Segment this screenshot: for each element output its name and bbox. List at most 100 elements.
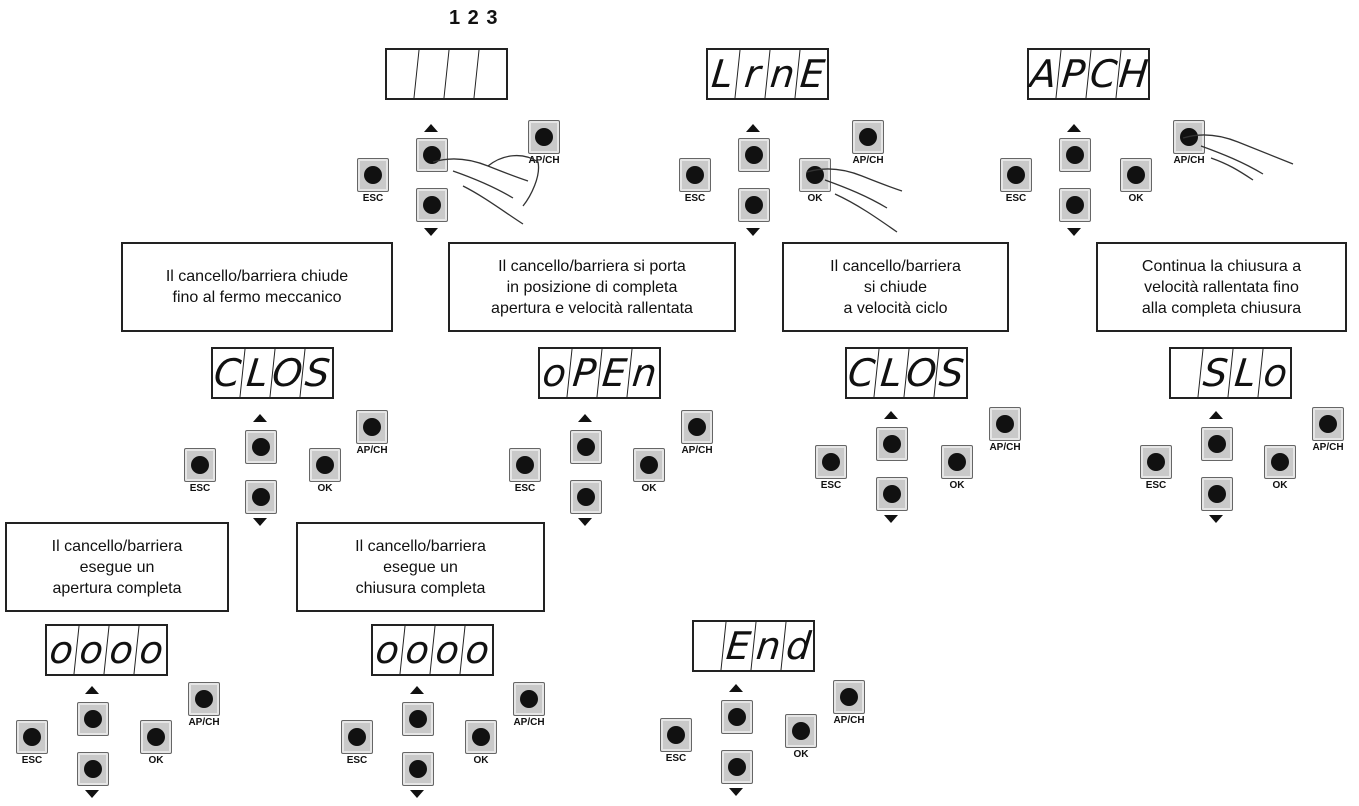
esc-button[interactable]: ESC: [509, 448, 541, 494]
up-button[interactable]: [570, 430, 602, 464]
ok-label: OK: [793, 749, 809, 760]
up-arrow-icon: [1209, 411, 1223, 419]
down-button[interactable]: [402, 752, 434, 786]
apch-button[interactable]: AP/CH: [188, 682, 220, 728]
up-button[interactable]: [738, 138, 770, 172]
apch-label: AP/CH: [513, 717, 545, 728]
up-button[interactable]: [245, 430, 277, 464]
display-digit: [474, 50, 508, 98]
apch-button[interactable]: AP/CH: [356, 410, 388, 456]
display-oooo-1: o o o o: [44, 624, 168, 676]
ok-label: OK: [641, 483, 657, 494]
esc-button[interactable]: ESC: [679, 158, 711, 204]
esc-label: ESC: [684, 193, 706, 204]
display-digit: o: [137, 628, 166, 672]
up-button[interactable]: [1059, 138, 1091, 172]
down-button[interactable]: [1201, 477, 1233, 511]
esc-label: ESC: [362, 193, 384, 204]
esc-button[interactable]: ESC: [341, 720, 373, 766]
down-arrow-icon: [410, 790, 424, 798]
display-end: E n d: [691, 620, 815, 672]
display-digit: E: [798, 52, 827, 96]
esc-label: ESC: [1005, 193, 1027, 204]
ok-button[interactable]: OK: [633, 448, 665, 494]
esc-label: ESC: [665, 753, 687, 764]
ok-button[interactable]: OK: [309, 448, 341, 494]
digit-index-label: 1 2 3: [449, 7, 499, 29]
apch-label: AP/CH: [1312, 442, 1344, 453]
esc-button[interactable]: ESC: [660, 718, 692, 764]
down-button[interactable]: [738, 188, 770, 222]
apch-button[interactable]: AP/CH: [989, 407, 1021, 453]
down-arrow-icon: [253, 518, 267, 526]
down-button[interactable]: [416, 188, 448, 222]
esc-label: ESC: [820, 480, 842, 491]
display-apch: A P C H: [1026, 48, 1151, 100]
up-arrow-icon: [729, 684, 743, 692]
up-button[interactable]: [1201, 427, 1233, 461]
display-digit: o: [463, 628, 492, 672]
down-arrow-icon: [729, 788, 743, 796]
ok-button[interactable]: OK: [785, 714, 817, 760]
down-button[interactable]: [1059, 188, 1091, 222]
display-open: o P E n: [537, 347, 661, 399]
display-digit: S: [303, 351, 332, 395]
down-button[interactable]: [77, 752, 109, 786]
apch-button[interactable]: AP/CH: [528, 120, 560, 166]
up-button[interactable]: [416, 138, 448, 172]
apch-label: AP/CH: [852, 155, 884, 166]
esc-button[interactable]: ESC: [16, 720, 48, 766]
esc-button[interactable]: ESC: [184, 448, 216, 494]
down-arrow-icon: [884, 515, 898, 523]
down-arrow-icon: [746, 228, 760, 236]
esc-button[interactable]: ESC: [357, 158, 389, 204]
down-button[interactable]: [570, 480, 602, 514]
apch-button[interactable]: AP/CH: [852, 120, 884, 166]
esc-button[interactable]: ESC: [1000, 158, 1032, 204]
ok-button[interactable]: OK: [140, 720, 172, 766]
ok-label: OK: [148, 755, 164, 766]
apch-button[interactable]: AP/CH: [513, 682, 545, 728]
display-clos-1: C L O S: [210, 347, 334, 399]
ok-button[interactable]: OK: [1120, 158, 1152, 204]
down-arrow-icon: [1067, 228, 1081, 236]
message-line: esegue un: [383, 558, 458, 576]
esc-button[interactable]: ESC: [1140, 445, 1172, 491]
keypad-7: ESC OK AP/CH: [1140, 407, 1344, 523]
up-button[interactable]: [721, 700, 753, 734]
message-line: apertura e velocità rallentata: [491, 299, 693, 317]
ok-button[interactable]: OK: [941, 445, 973, 491]
display-slo: S L o: [1168, 347, 1292, 399]
display-clos-2: C L O S: [844, 347, 968, 399]
up-arrow-icon: [1067, 124, 1081, 132]
esc-label: ESC: [346, 755, 368, 766]
ok-button[interactable]: OK: [1264, 445, 1296, 491]
display-digit: H: [1116, 52, 1151, 96]
apch-label: AP/CH: [356, 445, 388, 456]
apch-button[interactable]: AP/CH: [833, 680, 865, 726]
display-digit: d: [784, 624, 813, 668]
down-button[interactable]: [245, 480, 277, 514]
up-button[interactable]: [402, 702, 434, 736]
keypad-3: ESC OK AP/CH: [998, 118, 1294, 236]
message-line: Il cancello/barriera: [830, 257, 961, 275]
message-line: si chiude: [863, 278, 928, 296]
down-button[interactable]: [876, 477, 908, 511]
ok-label: OK: [1272, 480, 1288, 491]
esc-button[interactable]: ESC: [815, 445, 847, 491]
message-line: Continua la chiusura a: [1141, 257, 1302, 275]
keypad-1: ESC AP/CH: [355, 118, 560, 236]
up-button[interactable]: [77, 702, 109, 736]
ok-button[interactable]: OK: [465, 720, 497, 766]
apch-button[interactable]: AP/CH: [681, 410, 713, 456]
message-line: alla completa chiusura: [1141, 299, 1302, 317]
down-button[interactable]: [721, 750, 753, 784]
up-button[interactable]: [876, 427, 908, 461]
up-arrow-icon: [424, 124, 438, 132]
display-digit: S: [937, 351, 966, 395]
apch-label: AP/CH: [681, 445, 713, 456]
apch-button[interactable]: AP/CH: [1312, 407, 1344, 453]
